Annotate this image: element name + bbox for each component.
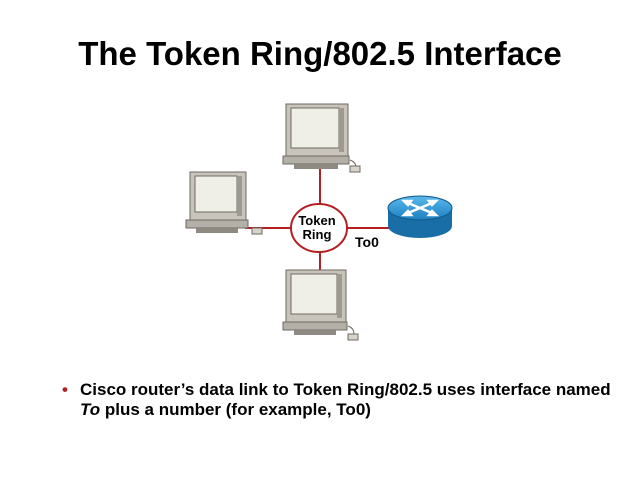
token-ring-label: Token Ring <box>292 214 342 242</box>
bullet-text: Cisco router’s data link to Token Ring/8… <box>62 380 622 420</box>
workstation-top-icon <box>282 103 361 173</box>
token-ring-label-line1: Token <box>298 213 336 228</box>
router-icon <box>387 195 453 238</box>
token-ring-label-line2: Ring <box>302 227 332 242</box>
interface-label: To0 <box>355 234 379 250</box>
bullet-list: • Cisco router’s data link to Token Ring… <box>62 380 622 420</box>
bullet-segment: plus a number (for example, To0) <box>100 400 371 419</box>
bullet-marker: • <box>62 380 68 399</box>
token-ring-circle <box>290 203 348 253</box>
slide-title: The Token Ring/802.5 Interface <box>78 35 562 72</box>
bullet-segment: Cisco router’s data link to Token Ring/8… <box>80 380 611 399</box>
workstation-left-icon <box>185 171 263 235</box>
workstation-bottom-icon <box>282 269 359 341</box>
bullet-segment: To <box>80 400 101 419</box>
